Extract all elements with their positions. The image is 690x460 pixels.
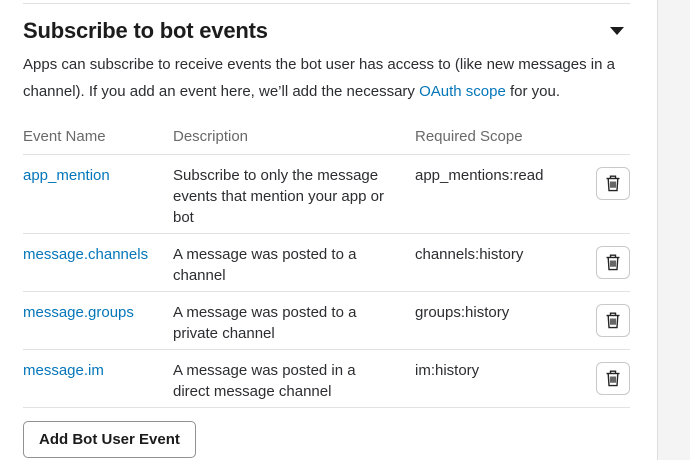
add-bot-user-event-button[interactable]: Add Bot User Event — [23, 421, 196, 458]
description-text-after: for you. — [505, 83, 561, 100]
required-scope: im:history — [415, 362, 480, 379]
trash-icon — [605, 370, 621, 387]
caret-down-icon[interactable] — [610, 27, 624, 35]
table-row: message.im A message was posted in a dir… — [23, 350, 630, 408]
event-name-link[interactable]: message.im — [23, 362, 104, 379]
delete-event-button[interactable] — [596, 167, 630, 200]
oauth-scope-link[interactable]: OAuth scope — [419, 83, 506, 100]
event-description: A message was posted to a channel — [173, 246, 357, 284]
trash-icon — [605, 175, 621, 192]
column-header-required-scope: Required Scope — [415, 128, 523, 145]
section-description: Apps can subscribe to receive events the… — [23, 51, 630, 105]
trash-icon — [605, 254, 621, 271]
subscribe-bot-events-section: Subscribe to bot events Apps can subscri… — [23, 3, 630, 458]
event-name-link[interactable]: app_mention — [23, 167, 110, 184]
table-header-row: Event Name Description Required Scope — [23, 105, 630, 155]
table-row: message.groups A message was posted to a… — [23, 292, 630, 350]
column-header-description: Description — [173, 128, 249, 145]
required-scope: groups:history — [415, 304, 510, 321]
event-description: Subscribe to only the message events tha… — [173, 167, 384, 226]
table-row: app_mention Subscribe to only the messag… — [23, 155, 630, 234]
required-scope: app_mentions:read — [415, 167, 544, 184]
delete-event-button[interactable] — [596, 246, 630, 279]
section-header: Subscribe to bot events — [23, 17, 630, 44]
delete-event-button[interactable] — [596, 362, 630, 395]
required-scope: channels:history — [415, 246, 524, 263]
description-text-before: Apps can subscribe to receive events the… — [23, 56, 615, 100]
page-background-panel — [657, 0, 690, 460]
delete-event-button[interactable] — [596, 304, 630, 337]
event-name-link[interactable]: message.channels — [23, 246, 149, 263]
bot-events-table: Event Name Description Required Scope ap… — [23, 105, 630, 408]
event-description: A message was posted in a direct message… — [173, 362, 356, 400]
column-header-event-name: Event Name — [23, 128, 106, 145]
section-title: Subscribe to bot events — [23, 18, 268, 43]
event-description: A message was posted to a private channe… — [173, 304, 357, 342]
event-name-link[interactable]: message.groups — [23, 304, 134, 321]
section-top-divider — [23, 3, 630, 4]
trash-icon — [605, 312, 621, 329]
table-row: message.channels A message was posted to… — [23, 234, 630, 292]
